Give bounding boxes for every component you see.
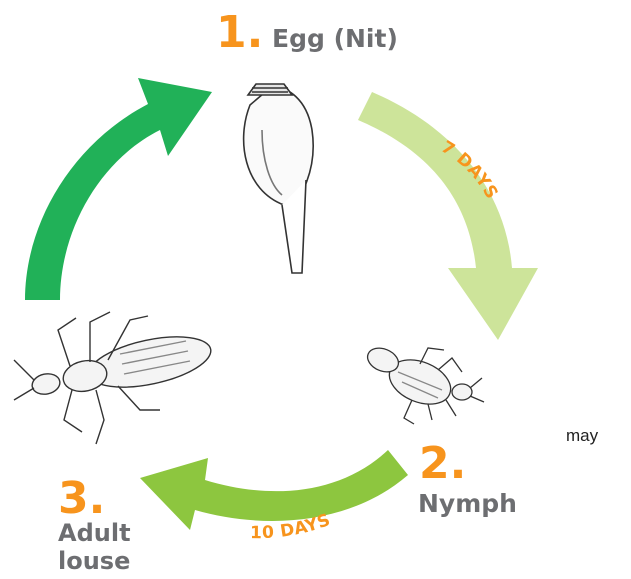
stage-3-name-line1: Adult <box>58 519 131 547</box>
stage-1-name: Egg (Nit) <box>272 24 398 53</box>
stage-3-number: 3. <box>58 473 105 524</box>
nymph-louse-icon <box>364 344 484 424</box>
trailing-text: may <box>566 426 598 446</box>
stage-3-label: 3. Adult louse <box>58 473 131 575</box>
arrow-nymph-to-adult <box>140 450 408 530</box>
arrow-adult-to-egg <box>25 78 212 300</box>
light-green-arrow-shape <box>358 92 538 340</box>
dark-green-arrow-shape <box>25 78 212 300</box>
arrow-egg-to-nymph <box>358 92 538 340</box>
stage-1-number: 1. <box>216 7 263 58</box>
mid-green-arrow-shape <box>140 450 408 530</box>
stage-2-label: 2. Nymph <box>418 438 517 518</box>
stage-3-name-line2: louse <box>58 547 130 575</box>
stage-1-label: 1. Egg (Nit) <box>216 7 398 58</box>
stage-2-name: Nymph <box>418 489 517 518</box>
adult-louse-icon <box>14 312 215 444</box>
stage-2-number: 2. <box>419 438 466 489</box>
nit-egg-icon <box>244 84 314 273</box>
